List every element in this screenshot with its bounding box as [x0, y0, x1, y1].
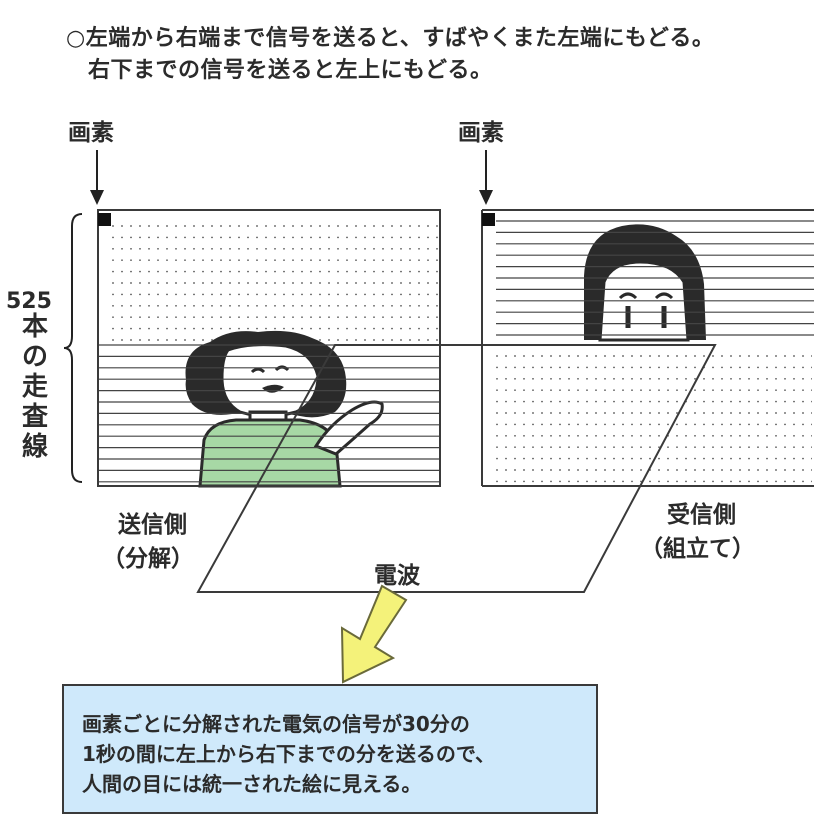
header-line-2: 右下までの信号を送ると左上にもどる。 [88, 58, 493, 83]
sender-label: 送信側 [118, 512, 187, 538]
pixel-arrow-right [479, 150, 493, 205]
explanation-box: 画素ごとに分解された電気の信号が30分の 1秒の間に左上から右下までの分を送るの… [62, 684, 598, 814]
radio-wave-plane [196, 344, 717, 593]
scanline-char-3: 走 [22, 372, 49, 402]
scanline-char-1: 本 [22, 312, 49, 342]
radio-wave-label: 電波 [374, 563, 420, 589]
sender-sublabel: （分解） [102, 546, 194, 572]
yellow-arrow [340, 584, 408, 684]
header-line-1: ○左端から右端まで信号を送ると、すばやくまた左端にもどる。 [66, 26, 715, 51]
scanline-count: 525 [6, 289, 52, 314]
pixel-label-left: 画素 [68, 120, 114, 146]
receiver-solid-scanlines [496, 220, 814, 336]
receiver-character [584, 224, 706, 342]
explanation-line-1: 画素ごとに分解された電気の信号が30分の [82, 712, 470, 736]
pixel-label-right: 画素 [458, 120, 504, 146]
receiver-label: 受信側 [667, 502, 736, 528]
explanation-line-2: 1秒の間に左上から右下までの分を送るので、 [82, 742, 496, 766]
receiver-sublabel: （組立て） [640, 536, 755, 562]
explanation-line-3: 人間の目には統一された絵に見える。 [82, 772, 422, 796]
receiver-frame [481, 209, 814, 487]
sender-frame [97, 209, 441, 488]
pixel-arrow-left [90, 150, 104, 205]
scanline-char-4: 査 [22, 402, 49, 432]
scanline-char-2: の [22, 342, 49, 372]
scanline-char-5: 線 [22, 432, 49, 462]
scanline-brace [63, 213, 83, 483]
